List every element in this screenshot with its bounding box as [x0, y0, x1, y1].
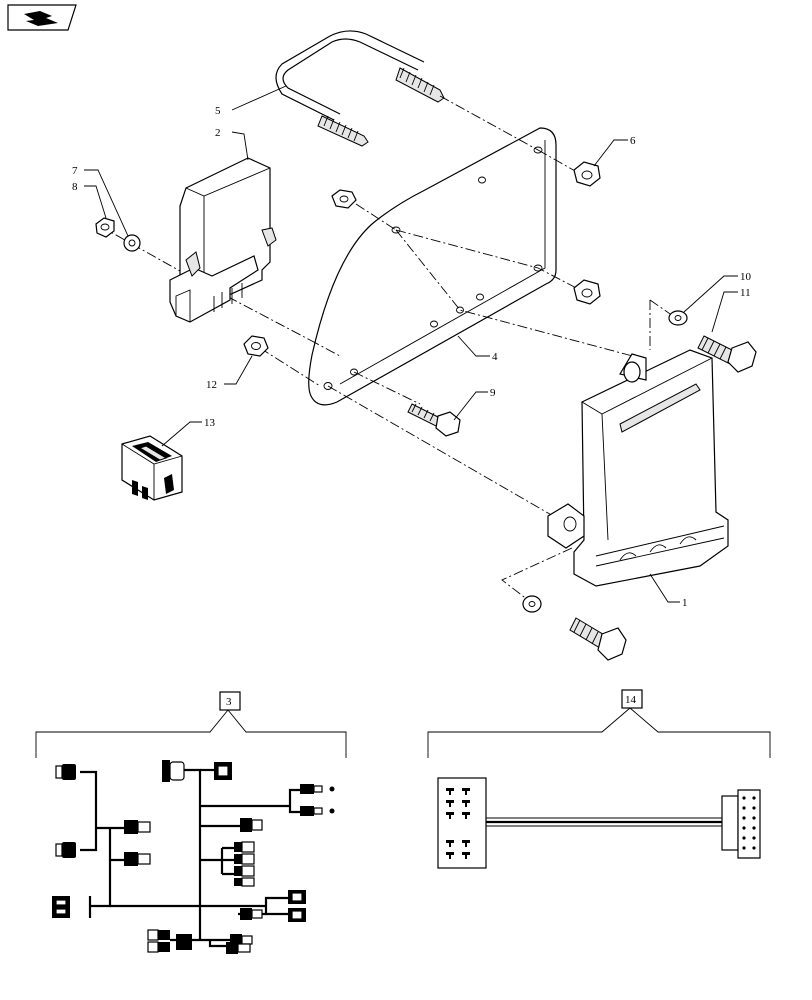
- page-turn-icon[interactable]: [7, 4, 77, 31]
- harness-3-bottom-plugs: [147, 929, 253, 954]
- callout-6: 6: [630, 135, 636, 147]
- rocker-switch: [121, 435, 183, 501]
- harness-3-sensor-mid: [55, 842, 76, 858]
- bolt-11: [697, 335, 757, 373]
- bolt-9: [407, 403, 461, 437]
- harness-3-top-plug: [214, 762, 232, 780]
- leader-lines: [84, 85, 738, 603]
- callout-1: 1: [682, 597, 688, 609]
- harness-3-plug-a: [124, 820, 151, 834]
- nut-8: [95, 217, 115, 238]
- harness-3: [35, 691, 347, 954]
- harness-3-relay-stack: [234, 841, 255, 887]
- harness-3-plug-b: [124, 852, 151, 866]
- u-bolt: [275, 30, 445, 147]
- nut-6: [573, 161, 601, 187]
- callout-7: 7: [72, 165, 78, 177]
- callout-14: 14: [625, 694, 637, 706]
- control-module: [169, 157, 277, 323]
- harness-3-small-plug: [240, 818, 263, 832]
- harness-3-pin-plugs: [300, 784, 335, 816]
- mounting-plate: [308, 127, 557, 406]
- washer-7: [123, 234, 141, 252]
- lower-washer: [522, 595, 542, 613]
- harness-3-plug-left: [52, 896, 70, 918]
- callout-4: 4: [492, 351, 498, 363]
- callout-11: 11: [740, 287, 751, 299]
- washer-10: [668, 310, 688, 326]
- lower-bolt: [569, 617, 627, 661]
- harness-3-right-plugs: [240, 890, 306, 922]
- ecu-module: [547, 349, 729, 587]
- callout-5: 5: [215, 105, 221, 117]
- callout-12: 12: [206, 379, 217, 391]
- harness-14: [427, 689, 771, 869]
- nut-lower-right: [573, 279, 601, 305]
- callout-9: 9: [490, 387, 496, 399]
- harness-3-round-plug: [162, 760, 185, 782]
- callout-10: 10: [740, 271, 752, 283]
- callout-8: 8: [72, 181, 78, 193]
- callout-13: 13: [204, 417, 216, 429]
- callout-3: 3: [226, 696, 232, 708]
- plate-nut-upper: [331, 189, 357, 209]
- harness-3-sensor-top: [55, 764, 76, 780]
- nut-12: [243, 335, 269, 357]
- callout-2: 2: [215, 127, 221, 139]
